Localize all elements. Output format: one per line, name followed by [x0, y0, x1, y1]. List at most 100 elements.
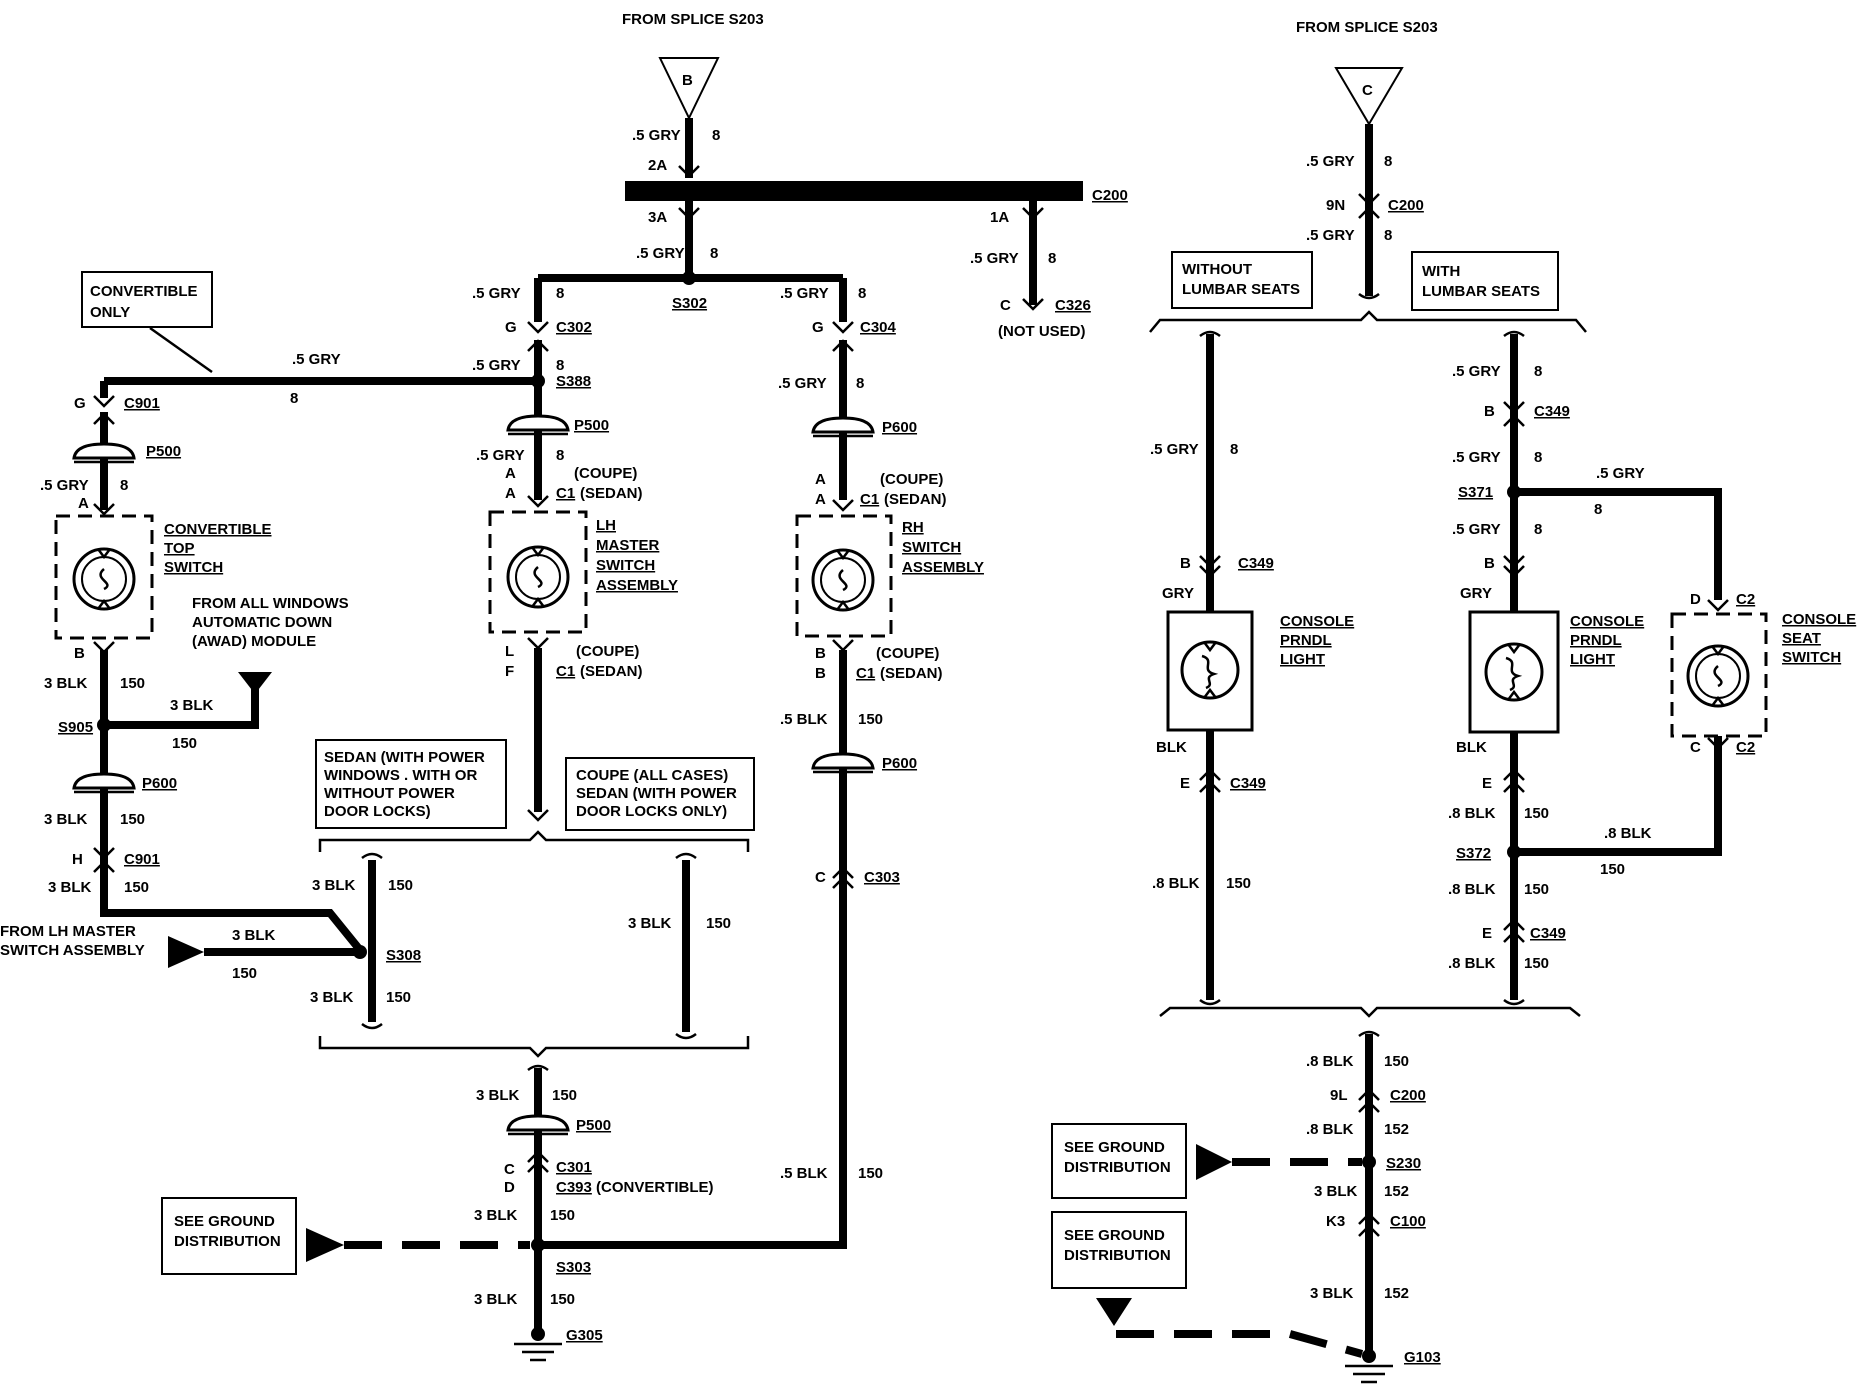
connector-c303-label: C303: [864, 869, 900, 886]
without-lumbar-note: [1171, 251, 1313, 309]
note-line: DISTRIBUTION: [1064, 1159, 1171, 1176]
component-label: SWITCH: [596, 557, 655, 574]
note-line: FROM LH MASTER: [0, 923, 136, 940]
splice-s308: [353, 945, 367, 959]
variant-label: (COUPE): [576, 643, 639, 660]
connector-c200-label: C200: [1092, 187, 1128, 204]
pin-label: A: [505, 485, 516, 502]
wire-label: 150: [388, 877, 413, 894]
component-label: RH: [902, 519, 924, 536]
connector-marker-b: [658, 57, 720, 121]
ground-ref-arrow: [1196, 1144, 1232, 1180]
wire-label: 8: [1534, 521, 1542, 538]
console-seat-switch-box: [1670, 612, 1768, 738]
connector-symbol: [526, 320, 550, 334]
wire-label: 150: [1524, 881, 1549, 898]
ground-symbol: [1345, 1364, 1393, 1384]
wire-label: 3 BLK: [232, 927, 276, 944]
component-label: PRNDL: [1280, 632, 1332, 649]
connector-c100-label: C100: [1390, 1213, 1426, 1230]
wire-label: 8: [1594, 501, 1602, 518]
wire-label: 150: [120, 675, 145, 692]
wire-label: 150: [552, 1087, 577, 1104]
wire-label: BLK: [1456, 739, 1487, 756]
option-brace-top-right: [1149, 310, 1587, 333]
pin-label: 2A: [648, 157, 667, 174]
p500-label: P500: [574, 417, 609, 434]
wire: [538, 650, 847, 1249]
variant-label: (COUPE): [574, 465, 637, 482]
wire-label: 150: [550, 1207, 575, 1224]
note-line: FROM ALL WINDOWS: [192, 595, 349, 612]
splice-s303: [531, 1238, 545, 1252]
pin-label: E: [1180, 775, 1190, 792]
pin-label: D: [1690, 591, 1701, 608]
console-seat-switch-icon: [1686, 644, 1750, 708]
wire-label: 150: [1524, 955, 1549, 972]
note-line: SWITCH ASSEMBLY: [0, 942, 145, 959]
convertible-only-note: [81, 271, 213, 328]
wire-label: .5 BLK: [780, 1165, 828, 1182]
console-prndl-light-1-icon: [1180, 640, 1240, 700]
wire-label: 150: [1524, 805, 1549, 822]
component-label: CONSOLE: [1570, 613, 1644, 630]
wire-label: .5 GRY: [636, 245, 685, 262]
component-label: SWITCH: [1782, 649, 1841, 666]
p500-label: P500: [576, 1117, 611, 1134]
connector-c349-label: C349: [1238, 555, 1274, 572]
pin-label: G: [812, 319, 824, 336]
component-label: SWITCH: [164, 559, 223, 576]
pin-label: B: [74, 645, 85, 662]
ground-g103: [1362, 1349, 1376, 1363]
dashed-ground-ref: [1116, 1330, 1364, 1358]
wire-label: .5 GRY: [1306, 153, 1355, 170]
wire-label: 3 BLK: [310, 989, 354, 1006]
rh-switch-icon: [811, 548, 875, 612]
wire-label: .8 BLK: [1448, 955, 1496, 972]
pin-label: E: [1482, 925, 1492, 942]
inline-connector-p500: [506, 1114, 570, 1136]
connector-symbol: [831, 638, 855, 652]
pin-label: 1A: [990, 209, 1009, 226]
variant-label: (COUPE): [880, 471, 943, 488]
wire-label: 150: [386, 989, 411, 1006]
component-label: CONVERTIBLE: [164, 521, 272, 538]
note-line: SEDAN (WITH POWER: [324, 749, 485, 766]
note-line: DISTRIBUTION: [174, 1233, 281, 1250]
wire-label: 8: [556, 285, 564, 302]
inline-connector-p600: [72, 772, 136, 794]
pin-label: L: [505, 643, 514, 660]
note-line: ONLY: [90, 304, 130, 321]
wire-label: .5 BLK: [780, 711, 828, 728]
p500-label: P500: [146, 443, 181, 460]
wire-label: .5 GRY: [1452, 363, 1501, 380]
pin-label: B: [815, 645, 826, 662]
wire-label: .5 GRY: [1596, 465, 1645, 482]
connector-c393-label: C393: [556, 1179, 592, 1196]
wire-label: GRY: [1460, 585, 1492, 602]
connector-c349-label: C349: [1530, 925, 1566, 942]
pin-label: C: [504, 1161, 515, 1178]
component-label: CONSOLE: [1280, 613, 1354, 630]
component-label: PRNDL: [1570, 632, 1622, 649]
pin-label: 9L: [1330, 1087, 1348, 1104]
note-line: WITHOUT: [1182, 261, 1252, 278]
pin-label: A: [815, 471, 826, 488]
wire-label: 150: [232, 965, 257, 982]
note-line: SEE GROUND: [1064, 1227, 1165, 1244]
component-label: ASSEMBLY: [596, 577, 678, 594]
wire-label: .8 BLK: [1448, 805, 1496, 822]
note-line: LUMBAR SEATS: [1422, 283, 1540, 300]
wire-label: 150: [706, 915, 731, 932]
note-line: DOOR LOCKS ONLY): [576, 803, 727, 820]
pin-label: B: [815, 665, 826, 682]
with-lumbar-note: [1411, 251, 1559, 311]
wire-label: 8: [712, 127, 720, 144]
wire-label: 3 BLK: [312, 877, 356, 894]
connector-c200-bar: [625, 181, 1083, 201]
connector-marker-c: [1334, 67, 1404, 126]
connector-symbol: [526, 636, 550, 650]
wire-label: .8 BLK: [1306, 1053, 1354, 1070]
connector-c2-label: C2: [1736, 739, 1755, 756]
console-prndl-light-2-icon: [1484, 642, 1544, 702]
